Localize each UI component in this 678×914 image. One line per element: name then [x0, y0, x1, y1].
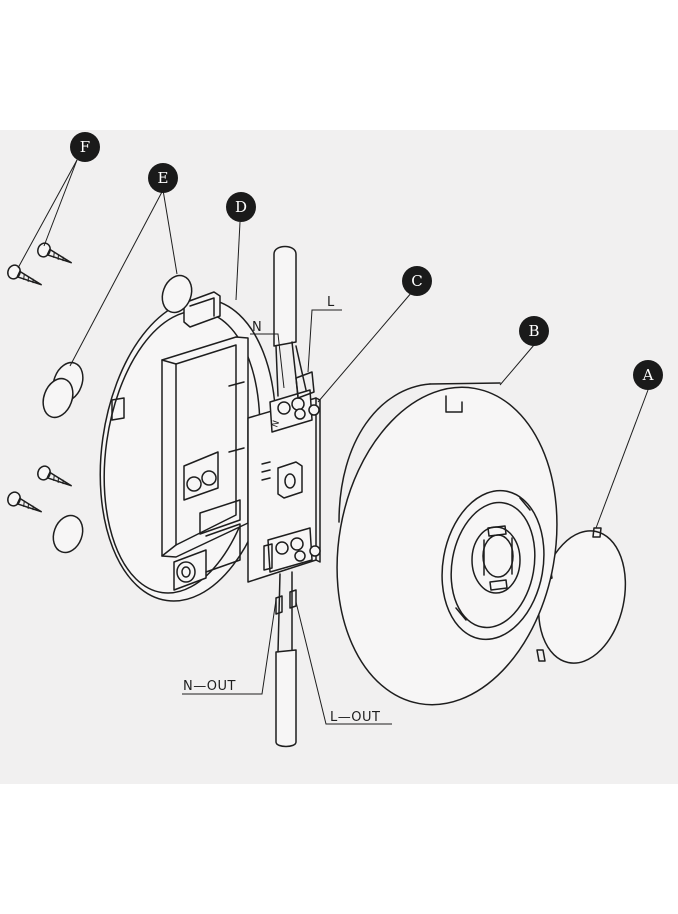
output-cable	[275, 571, 297, 748]
callout-e-label: E	[158, 169, 169, 187]
part-e-cover-caps	[42, 274, 193, 554]
callout-e: E	[148, 163, 178, 193]
svg-text:N: N	[270, 419, 282, 429]
part-d-back-plate	[99, 291, 277, 602]
callout-c: C	[402, 266, 432, 296]
leader-lines	[17, 159, 649, 725]
wire-label-l-out: L—OUT	[330, 710, 380, 725]
callout-f-label: F	[80, 138, 90, 156]
input-cable	[273, 245, 307, 397]
callout-d-label: D	[235, 198, 247, 216]
callout-c-label: C	[411, 272, 422, 290]
wire-label-n: N	[252, 320, 262, 335]
callout-a: A	[633, 360, 663, 390]
wire-label-n-out: N—OUT	[183, 679, 236, 694]
wire-label-l: L	[327, 295, 335, 310]
callout-d: D	[226, 192, 256, 222]
callout-a-label: A	[642, 366, 654, 384]
part-b-housing	[336, 382, 558, 706]
callout-b-label: B	[528, 322, 539, 340]
callout-b: B	[519, 316, 549, 346]
callout-f: F	[70, 132, 100, 162]
part-c-terminal-board: N	[247, 371, 321, 583]
part-f-screws	[7, 242, 72, 513]
